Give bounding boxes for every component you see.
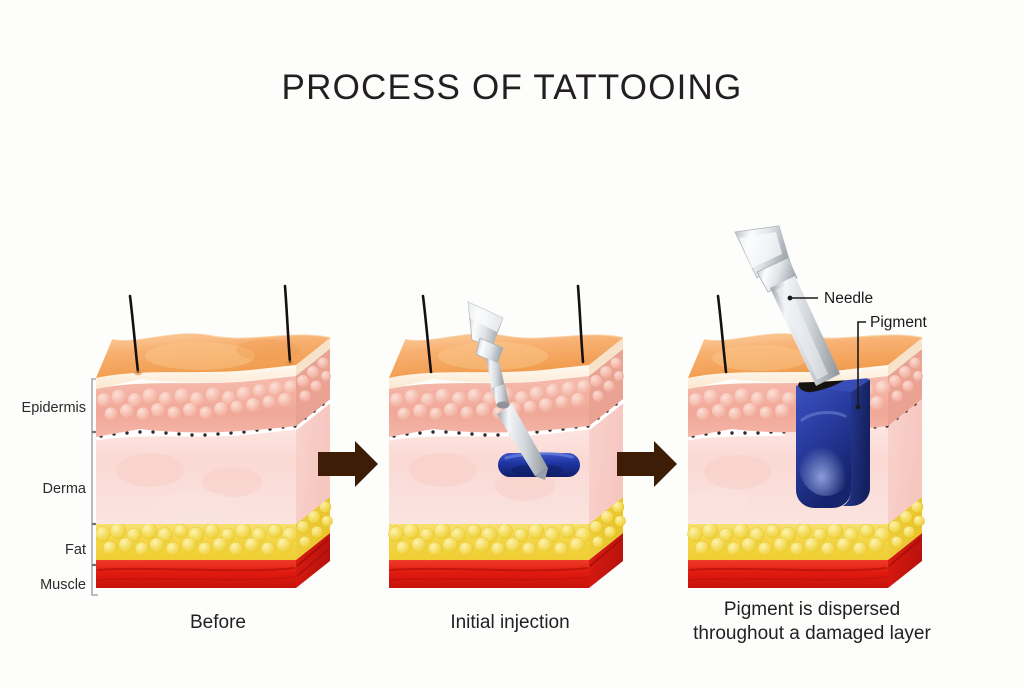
stratum-corneum-side bbox=[888, 338, 922, 376]
tattoo-needle-icon bbox=[734, 225, 840, 386]
layer-label-fat-text: Fat bbox=[65, 542, 86, 558]
caption-initial-injection: Initial injection bbox=[450, 612, 570, 633]
dermis-layer-side bbox=[589, 399, 623, 524]
stratum-corneum-front bbox=[96, 365, 296, 389]
skin-surface bbox=[389, 334, 623, 378]
layer-label-epidermis-text: Epidermis bbox=[22, 400, 86, 416]
fat-globules-side bbox=[589, 500, 626, 549]
skin-surface bbox=[96, 334, 330, 378]
skin-block-before bbox=[95, 284, 333, 588]
epidermis-cells-side bbox=[889, 357, 923, 402]
muscle-layer-front bbox=[688, 560, 888, 588]
stratum-corneum-side bbox=[589, 338, 623, 376]
skin-block-initial-injection bbox=[388, 284, 626, 588]
hair-icon bbox=[421, 284, 585, 374]
dermis-layer-side bbox=[888, 399, 922, 524]
annotation-needle: Needle bbox=[787, 290, 873, 307]
right-arrow-icon bbox=[617, 441, 677, 487]
annotation-needle-label: Needle bbox=[824, 290, 873, 307]
hair-icon bbox=[716, 294, 728, 374]
epidermis-cells bbox=[390, 380, 591, 421]
caption-before: Before bbox=[190, 612, 246, 633]
hair-icon bbox=[128, 284, 292, 374]
muscle-layer-side bbox=[589, 533, 623, 588]
skin-block-pigment-dispersed bbox=[687, 225, 925, 588]
muscle-layer-side bbox=[888, 533, 922, 588]
epidermis-cells-side bbox=[297, 357, 331, 402]
annotation-pigment: Pigment bbox=[855, 314, 928, 410]
stratum-corneum-side bbox=[296, 338, 330, 376]
layer-label-derma-text: Derma bbox=[42, 481, 86, 497]
basal-membrane bbox=[687, 428, 786, 441]
muscle-layer-front bbox=[389, 560, 589, 588]
annotation-pigment-label: Pigment bbox=[870, 314, 928, 331]
right-arrow-icon bbox=[318, 441, 378, 487]
needle-shaft-subdermal bbox=[497, 404, 548, 480]
fat-globules-side bbox=[296, 500, 333, 549]
fat-globules bbox=[388, 522, 592, 557]
layer-label-epidermis: Epidermis bbox=[22, 400, 86, 416]
layer-label-muscle-text: Muscle bbox=[40, 577, 86, 593]
caption-pigment-dispersed: Pigment is dispersed throughout a damage… bbox=[693, 599, 931, 644]
dermis-layer-front bbox=[389, 426, 589, 524]
dermis-layer-front bbox=[96, 426, 296, 524]
dermis-layer-side bbox=[296, 399, 330, 524]
muscle-layer-side bbox=[296, 533, 330, 588]
page-title: PROCESS OF TATTOOING bbox=[281, 68, 743, 107]
epidermis-cells-side bbox=[590, 357, 624, 402]
layer-label-derma: Derma bbox=[42, 481, 86, 497]
fat-globules bbox=[96, 524, 296, 557]
layer-label-muscle: Muscle bbox=[40, 577, 86, 593]
tattoo-needle-icon bbox=[467, 301, 510, 409]
fat-globules bbox=[687, 522, 891, 557]
layer-label-fat: Fat bbox=[65, 542, 86, 558]
fat-globules-side bbox=[888, 500, 925, 549]
muscle-layer-front bbox=[96, 560, 296, 588]
epidermis-cells bbox=[97, 380, 296, 421]
stratum-corneum-front bbox=[389, 365, 589, 389]
